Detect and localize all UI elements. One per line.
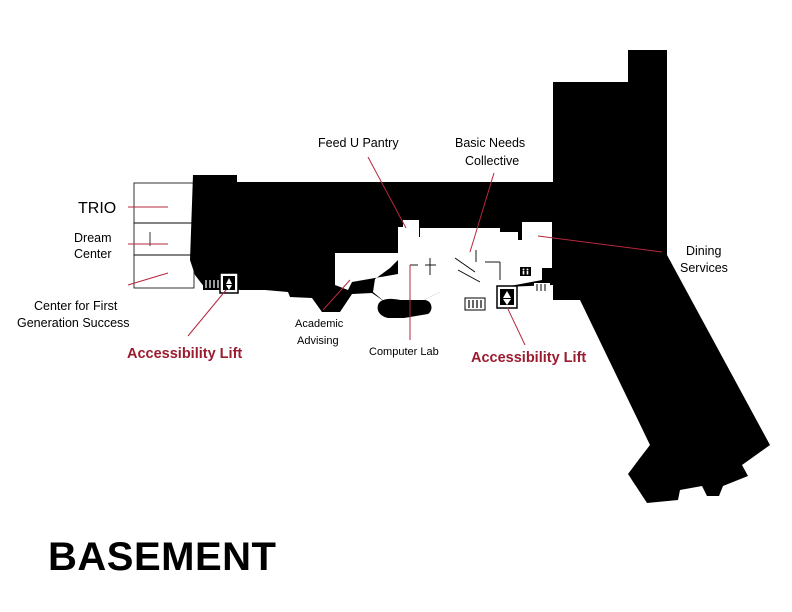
elevator-icon (496, 285, 518, 309)
trio-label: TRIO (78, 200, 116, 217)
first-gen-label: Generation Success (17, 316, 130, 330)
building-diagonal-wing (553, 240, 770, 503)
restroom-icon (520, 267, 531, 276)
academic-advising-label: Academic (295, 318, 344, 330)
dining-leader (537, 235, 663, 253)
basic-needs-label: Basic Needs (455, 136, 525, 150)
stairs-icon (203, 278, 221, 290)
interior-walls (410, 250, 501, 283)
academic-advising-label: Advising (297, 335, 339, 347)
dream-center-label: Dream (74, 231, 112, 245)
computer-lab-label: Computer Lab (369, 346, 439, 358)
corridor-area (335, 227, 542, 302)
first-gen-label: Center for First (34, 299, 118, 313)
dining-label: Services (680, 261, 728, 275)
accessibility-lift-left-leader (187, 289, 227, 337)
floor-title: BASEMENT (48, 535, 276, 579)
feed-u-pantry-leader (367, 156, 407, 229)
dining-alcove (522, 222, 552, 240)
left-room-outlines (133, 182, 195, 289)
interior-open-areas (335, 220, 552, 302)
academic-advising-leader (322, 279, 351, 311)
leader-lines (127, 156, 663, 346)
basic-needs-leader (469, 172, 495, 253)
accessibility-lift-right-label: Accessibility Lift (471, 350, 586, 366)
stairs-icon (534, 283, 550, 292)
elevator-icon (219, 272, 239, 294)
side-room (518, 240, 552, 268)
dining-label: Dining (686, 244, 721, 258)
dream-center-label: Center (74, 247, 112, 261)
accessibility-lift-right-leader (506, 306, 526, 346)
feed-u-pantry-label: Feed U Pantry (318, 136, 399, 150)
lounge-area (377, 298, 432, 318)
stairs-icon (464, 297, 486, 311)
building-north-tower (553, 50, 667, 240)
accessibility-lift-left-label: Accessibility Lift (127, 346, 242, 362)
first-gen-leader (127, 272, 169, 286)
feed-u-pantry-room (403, 220, 419, 238)
basic-needs-label: Collective (465, 154, 519, 168)
